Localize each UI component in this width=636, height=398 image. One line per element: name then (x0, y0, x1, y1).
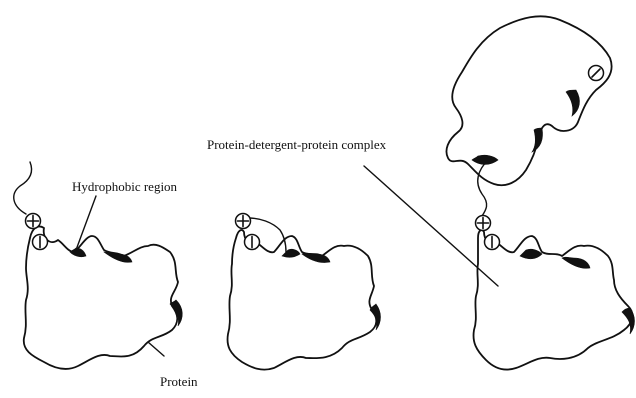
hydrophobic-region-label: Hydrophobic region (72, 179, 178, 194)
detergent-tail (13, 161, 33, 215)
protein-2-outline (226, 229, 378, 371)
negative-charge-icon (587, 64, 605, 82)
hydrophobic-patch (561, 256, 591, 269)
stage-1-free-detergent-and-protein: Hydrophobic region Protein (13, 161, 198, 389)
protein-1-outline (22, 225, 179, 370)
positive-charge-icon (234, 212, 252, 230)
hydrophobic-patch (103, 251, 133, 263)
hydrophobic-patch (301, 252, 331, 263)
protein-label-pointer (147, 341, 165, 357)
positive-charge-icon (24, 212, 42, 230)
hydrophobic-patch (519, 248, 543, 260)
detergent-tail (477, 159, 489, 217)
protein-label: Protein (160, 374, 198, 389)
hydrophobic-region-pointer (75, 195, 97, 251)
complex-label: Protein-detergent-protein complex (207, 137, 387, 152)
positive-charge-icon (474, 214, 492, 232)
stage-3-complex: Protein-detergent-protein complex (207, 15, 635, 371)
hydrophobic-patch (69, 247, 87, 258)
complex-label-pointer (363, 165, 499, 287)
hydrophobic-patch (621, 307, 635, 335)
hydrophobic-patch (169, 299, 183, 327)
hydrophobic-patch (369, 303, 381, 331)
stage-2-detergent-bound (226, 212, 381, 371)
hydrophobic-patch (281, 248, 301, 258)
hydrophobic-patch (565, 89, 580, 117)
negative-charge-icon (31, 233, 49, 251)
hydrophobic-patch (471, 154, 499, 165)
detergent-tail (247, 217, 287, 253)
upper-protein-outline (445, 15, 613, 187)
lower-protein-outline (472, 229, 634, 371)
hydrophobic-patch (531, 127, 543, 153)
negative-charge-icon (243, 233, 261, 251)
negative-charge-icon (483, 233, 501, 251)
